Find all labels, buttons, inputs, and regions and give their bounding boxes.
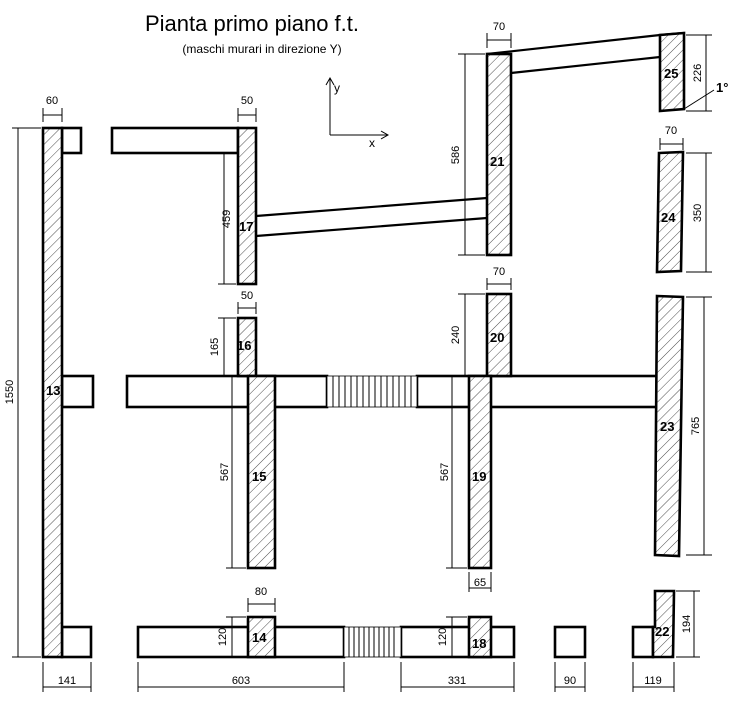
dim-70-pier24: 70 [665,125,677,137]
wall-bottom-square [553,625,587,659]
wall-upper-left [110,126,240,155]
pier-label-25: 25 [664,66,678,81]
x-axis-label: x [369,136,375,150]
dim-141: 141 [58,675,76,687]
dim-567-right: 567 [439,463,451,481]
oblique-wall-top-upper-line [486,33,661,56]
pier-label-24: 24 [661,210,676,225]
dim-119: 119 [644,675,662,687]
dim-70-top: 70 [493,21,505,33]
pier-label-15: 15 [252,469,266,484]
pier-label-16: 16 [237,338,251,353]
y-axis-label: y [334,81,340,95]
pier-label-22: 22 [655,624,669,639]
oblique-wall-lower-lower-line [255,216,488,238]
dim-603: 603 [232,675,250,687]
dim-120-pier14: 120 [217,628,229,646]
wall-stub-bottom-left [60,625,93,659]
axes-indicator: x y [325,76,390,150]
piers [41,31,686,659]
dim-80: 80 [255,586,267,598]
dim-226: 226 [692,64,704,82]
pier-label-13: 13 [46,383,60,398]
dim-50-pier16: 50 [241,290,253,302]
wall-stub-mid-left [60,374,95,409]
dim-60: 60 [46,95,58,107]
stairs-bottom [343,626,402,658]
dim-459: 459 [221,210,233,228]
dim-120-pier18: 120 [437,628,449,646]
dim-165: 165 [209,338,221,356]
pier-label-20: 20 [490,330,504,345]
dim-65: 65 [474,577,486,589]
plan-subtitle: (maschi murari in direzione Y) [182,42,341,56]
pier-23 [653,294,685,558]
dim-1550: 1550 [4,380,16,404]
dim-331: 331 [448,675,466,687]
pier-13 [41,126,64,659]
pier-label-14: 14 [252,630,267,645]
wall-bottom-middle [399,625,516,659]
plan-title: Pianta primo piano f.t. [145,11,359,36]
dim-90: 90 [564,675,576,687]
dim-350: 350 [692,204,704,222]
stairs-middle [326,375,418,408]
dim-765: 765 [690,417,702,435]
angle-label: 1° [716,80,728,95]
wall-middle-left [125,374,329,409]
pier-label-19: 19 [472,469,486,484]
dim-70-pier20: 70 [493,266,505,278]
wall-stub-top-left [60,126,83,155]
pier-label-17: 17 [239,219,253,234]
pier-22 [651,589,676,659]
wall-bottom-right-stub [631,625,655,659]
pier-21 [485,52,513,257]
oblique-wall-lower-upper-line [255,196,488,218]
walls [60,31,685,659]
pier-label-18: 18 [472,636,486,651]
pier-20 [485,292,513,378]
pier-18 [467,615,493,659]
pier-label-23: 23 [660,419,674,434]
dim-194: 194 [681,615,693,633]
dim-567-left: 567 [219,463,231,481]
wall-bottom-left [136,625,346,659]
pier-24 [655,150,685,274]
pier-17 [236,126,258,286]
pier-15 [246,374,277,570]
pier-label-21: 21 [490,154,504,169]
dim-586: 586 [450,146,462,164]
pier-14 [246,615,277,659]
dim-240: 240 [450,326,462,344]
wall-middle-right [415,374,659,409]
dimension-lines [12,33,715,692]
dim-50-top: 50 [241,95,253,107]
oblique-wall-top-lower-line [510,55,661,75]
